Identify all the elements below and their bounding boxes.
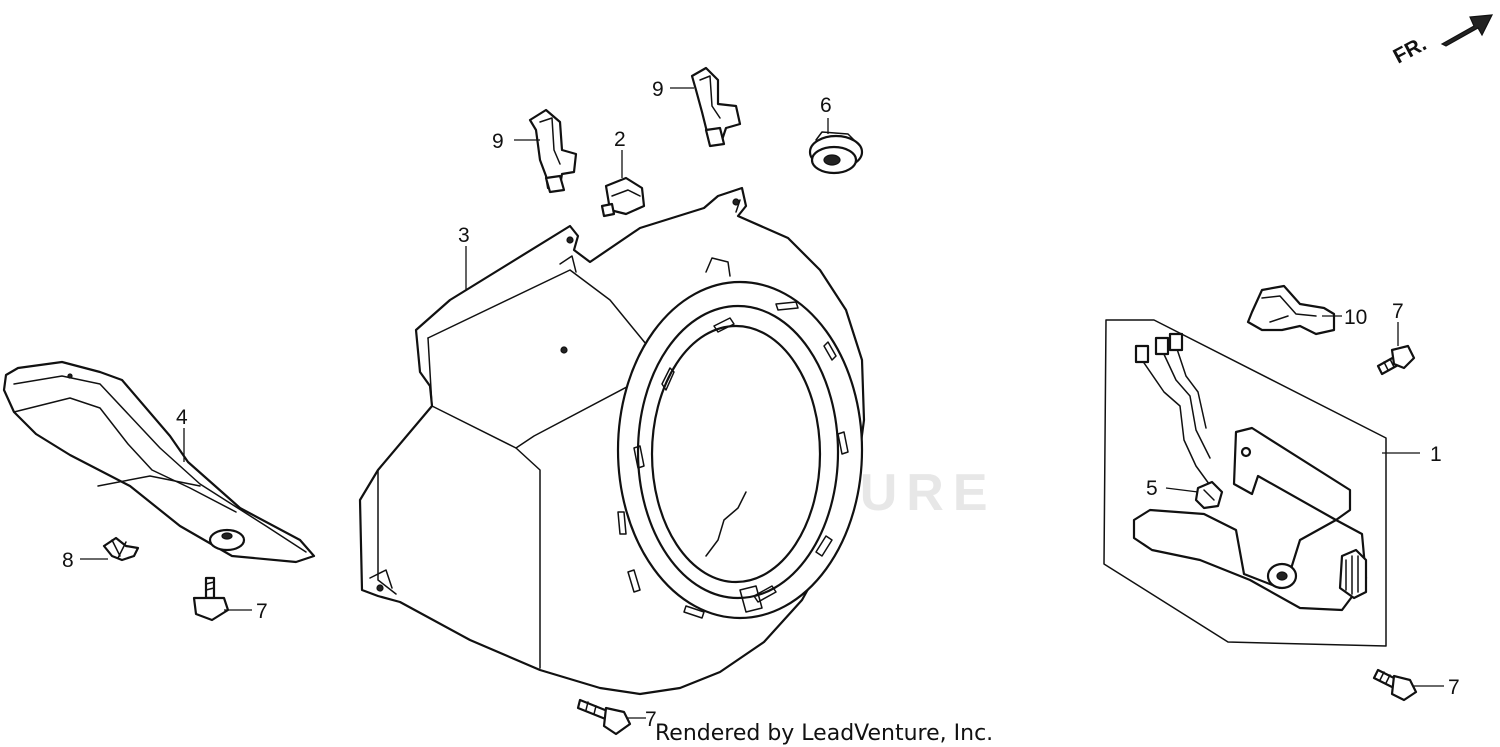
part-bolt-7c <box>1376 344 1416 376</box>
leader-lines <box>80 87 1444 719</box>
part-air-guide <box>2 360 316 564</box>
front-direction-arrow-icon <box>1440 14 1494 47</box>
part-switch-assembly <box>1103 319 1387 647</box>
part-bolt-7b <box>576 698 632 736</box>
part-clip-9b <box>690 66 742 148</box>
part-clamp-2 <box>600 176 646 218</box>
ring-slots <box>617 301 849 619</box>
part-clip-9a <box>528 108 578 194</box>
callout-7b: 7 <box>645 708 657 731</box>
part-fan-cover <box>358 186 866 696</box>
callout-6: 6 <box>820 94 832 117</box>
part-grommet-6 <box>808 131 864 175</box>
callout-7a: 7 <box>256 600 268 623</box>
callout-10: 10 <box>1344 306 1367 329</box>
callout-7d: 7 <box>1448 676 1460 699</box>
leader-5 <box>1165 487 1199 493</box>
callout-3: 3 <box>458 224 470 247</box>
callout-8: 8 <box>62 549 74 572</box>
callout-7c: 7 <box>1392 300 1404 323</box>
front-direction-indicator: FR. <box>1390 14 1494 68</box>
callout-4: 4 <box>176 406 188 429</box>
callout-9a: 9 <box>492 130 504 153</box>
callout-2: 2 <box>614 128 626 151</box>
front-direction-label: FR. <box>1390 32 1431 68</box>
callout-1: 1 <box>1430 443 1442 466</box>
callout-9b: 9 <box>652 78 664 101</box>
part-bolt-7d <box>1372 668 1418 702</box>
part-clamp-5 <box>1194 480 1224 510</box>
part-clip-10 <box>1246 284 1336 336</box>
render-credit: Rendered by LeadVenture, Inc. <box>655 721 993 746</box>
part-clip-8 <box>102 536 140 562</box>
callouts: 1 2 3 4 5 6 7 7 7 7 8 9 9 10 <box>62 78 1460 731</box>
callout-5: 5 <box>1146 477 1158 500</box>
part-bolt-7a <box>192 576 230 622</box>
